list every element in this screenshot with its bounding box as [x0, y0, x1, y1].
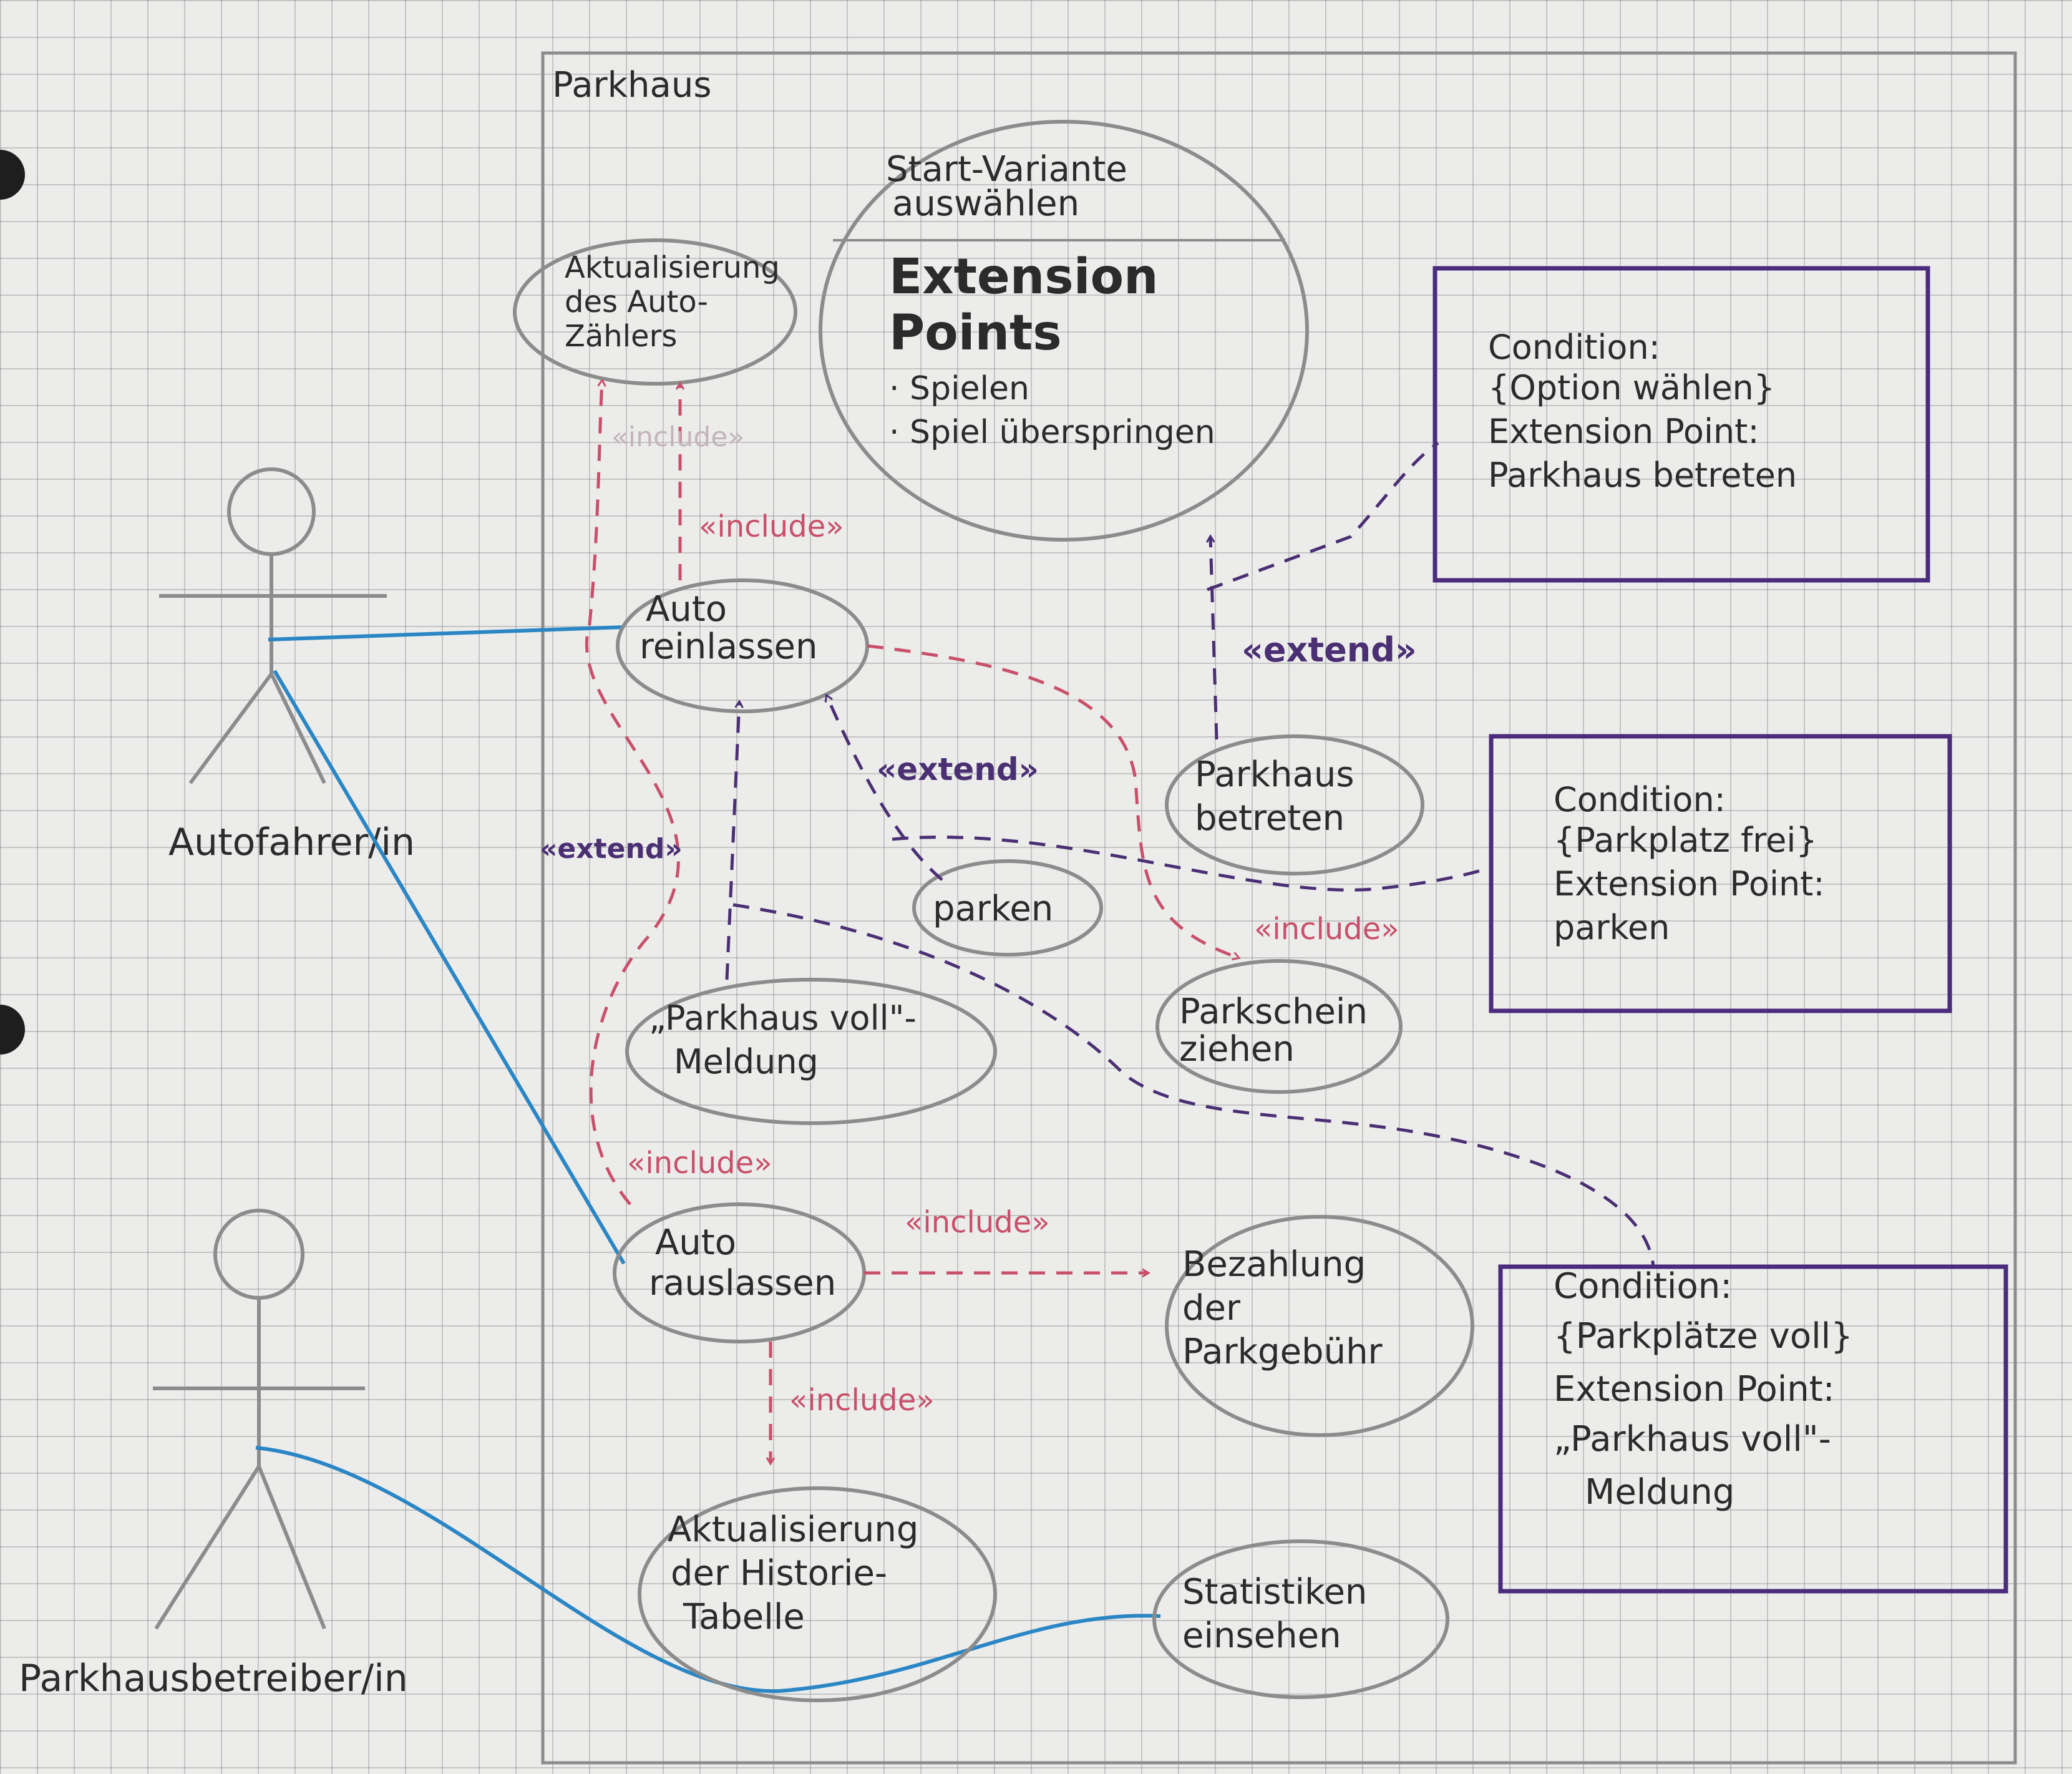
start-variant-ext-heading-1: Points — [889, 305, 1062, 361]
note1-line-0: Condition: — [1488, 328, 1660, 367]
extend-park-let-in — [827, 696, 943, 881]
usecase-full-message — [625, 978, 997, 1125]
usecase-payment-line-1: der — [1182, 1288, 1241, 1328]
usecase-update-history-line-0: Aktualisierung — [668, 1509, 918, 1550]
note1-attachment — [1207, 441, 1439, 592]
extend-label-3: «extend» — [540, 833, 683, 865]
note3-line-4: Meldung — [1585, 1472, 1734, 1513]
include-label-1: «include» — [699, 509, 844, 544]
system-boundary — [541, 51, 2017, 1765]
usecase-ticket-line-1: ziehen — [1179, 1029, 1295, 1070]
usecase-statistics-line-0: Statistiken — [1182, 1572, 1367, 1612]
note2-line-0: Condition: — [1554, 780, 1726, 819]
note-parkplatz-frei — [1489, 734, 1952, 1013]
usecase-let-out-line-0: Auto — [655, 1222, 736, 1263]
include-label-2: «include» — [627, 1146, 772, 1181]
start-variant-ext-heading-0: Extension — [889, 249, 1159, 305]
usecase-update-counter-line-1: des Auto- — [565, 285, 708, 319]
usecase-statistics-line-1: einsehen — [1182, 1616, 1341, 1656]
note3-line-0: Condition: — [1554, 1266, 1732, 1307]
system-title: Parkhaus — [552, 65, 712, 105]
usecase-start-variant — [819, 120, 1309, 542]
usecase-let-out-line-1: rauslassen — [649, 1263, 836, 1304]
usecase-let-in-line-0: Auto — [646, 589, 727, 630]
include-label-3: «include» — [1254, 912, 1399, 947]
usecase-enter-line-0: Parkhaus — [1195, 754, 1355, 795]
usecase-ticket — [1155, 959, 1403, 1094]
include-let-out-update-counter — [585, 381, 680, 1206]
usecase-update-counter-line-0: Aktualisierung — [565, 250, 780, 285]
actor-driver-label: Autofahrer/in — [168, 821, 415, 864]
usecase-statistics — [1152, 1539, 1449, 1699]
usecase-update-history-line-2: Tabelle — [683, 1597, 805, 1637]
start-variant-title-1: auswählen — [892, 183, 1079, 224]
note1-line-2: Extension Point: — [1488, 412, 1759, 451]
note2-line-1: {Parkplatz frei} — [1554, 821, 1817, 860]
usecase-update-history — [638, 1486, 997, 1702]
start-variant-ext-point-0: · Spielen — [889, 370, 1029, 407]
note1-line-3: Parkhaus betreten — [1488, 456, 1797, 495]
include-label-faded: «include» — [611, 421, 744, 453]
association-driver-let-out — [273, 670, 626, 1265]
include-label-5: «include» — [789, 1383, 935, 1418]
actor-operator-label: Parkhausbetreiber/in — [19, 1657, 408, 1700]
extend-full-message-let-in — [725, 702, 739, 980]
usecase-ticket-line-0: Parkschein — [1179, 992, 1368, 1032]
usecase-full-message-line-0: „Parkhaus voll"- — [649, 998, 917, 1038]
note3-line-3: „Parkhaus voll"- — [1554, 1419, 1831, 1460]
extend-label-2: «extend» — [877, 751, 1039, 787]
note2-attachment — [892, 836, 1492, 892]
include-let-in-ticket — [867, 644, 1238, 958]
actor-driver — [159, 467, 387, 784]
note-option-waehlen — [1432, 266, 1930, 583]
usecase-payment — [1165, 1215, 1474, 1437]
usecase-let-in-line-1: reinlassen — [640, 626, 817, 667]
usecase-enter-line-1: betreten — [1195, 798, 1345, 839]
note3-attachment — [732, 903, 1655, 1267]
note3-line-2: Extension Point: — [1554, 1369, 1835, 1410]
include-label-4: «include» — [905, 1205, 1050, 1240]
usecase-park-line-0: parken — [933, 889, 1053, 929]
note2-line-3: parken — [1554, 908, 1670, 947]
usecase-park — [912, 859, 1103, 957]
start-variant-title-0: Start-Variante — [886, 149, 1127, 190]
extend-enter-start-variant — [1210, 537, 1218, 740]
usecase-payment-line-2: Parkgebühr — [1182, 1332, 1383, 1372]
actor-operator — [153, 1209, 365, 1630]
usecase-update-history-line-1: der Historie- — [671, 1553, 887, 1594]
note1-line-1: {Option wählen} — [1488, 368, 1775, 407]
association-driver-let-in — [268, 625, 625, 641]
start-variant-ext-point-1: · Spiel überspringen — [889, 414, 1215, 451]
note2-line-2: Extension Point: — [1554, 864, 1825, 904]
usecase-full-message-line-1: Meldung — [674, 1042, 819, 1081]
usecase-update-counter — [513, 238, 797, 386]
usecase-payment-line-0: Bezahlung — [1182, 1244, 1366, 1285]
extend-label-1: «extend» — [1242, 630, 1417, 670]
note-parkplaetze-voll — [1498, 1264, 2008, 1594]
usecase-update-counter-line-2: Zählers — [565, 319, 677, 354]
note3-line-1: {Parkplätze voll} — [1554, 1316, 1853, 1357]
association-operator-statistics — [255, 1446, 1161, 1694]
usecase-enter — [1165, 734, 1424, 875]
